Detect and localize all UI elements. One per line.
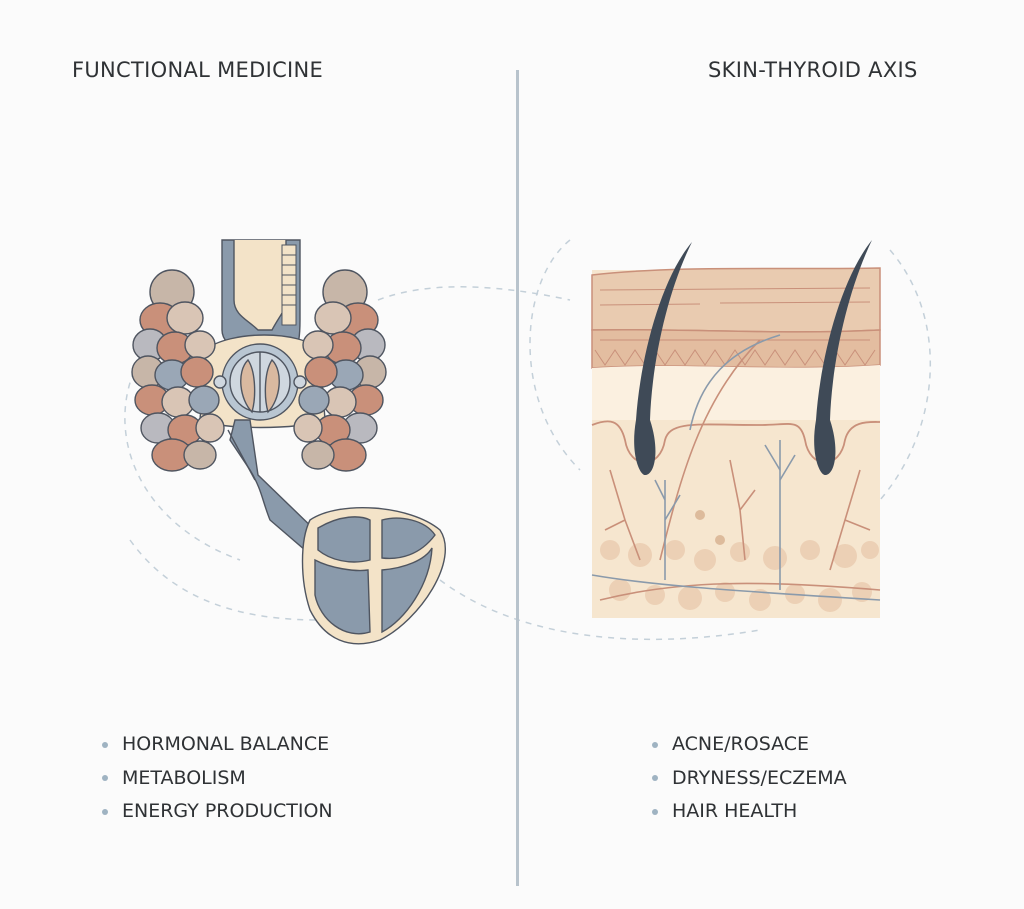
functional-medicine-list: HORMONAL BALANCE METABOLISM ENERGY PRODU… [102, 728, 333, 829]
section-divider [516, 70, 519, 886]
skin-cross-section-illustration [591, 240, 881, 618]
hair-follicle-icon [634, 240, 872, 475]
skin-thyroid-axis-title: SKIN-THYROID AXIS [708, 58, 918, 82]
list-item: ENERGY PRODUCTION [102, 795, 333, 829]
dashed-connector-lines [124, 239, 932, 641]
list-item: HAIR HEALTH [652, 795, 847, 829]
skin-thyroid-axis-list: ACNE/ROSACE DRYNESS/ECZEMA HAIR HEALTH [652, 728, 847, 829]
functional-medicine-title: FUNCTIONAL MEDICINE [72, 58, 324, 82]
bullet-icon [102, 808, 108, 815]
bullet-icon [652, 775, 658, 782]
list-item: METABOLISM [102, 762, 333, 796]
cell-cluster-icon [695, 510, 725, 545]
list-item-label: ENERGY PRODUCTION [122, 800, 333, 822]
list-item: ACNE/ROSACE [652, 728, 847, 762]
thyroid-gland-illustration [131, 239, 446, 645]
list-item: HORMONAL BALANCE [102, 728, 333, 762]
bullet-icon [652, 808, 658, 815]
list-item-label: HAIR HEALTH [672, 800, 798, 822]
bullet-icon [652, 741, 658, 748]
list-item-label: DRYNESS/ECZEMA [672, 766, 847, 789]
list-item-label: HORMONAL BALANCE [122, 733, 330, 755]
bullet-icon [102, 741, 108, 748]
list-item: DRYNESS/ECZEMA [652, 762, 847, 796]
list-item-label: ACNE/ROSACE [672, 733, 810, 755]
bullet-icon [102, 775, 108, 782]
list-item-label: METABOLISM [122, 766, 246, 789]
